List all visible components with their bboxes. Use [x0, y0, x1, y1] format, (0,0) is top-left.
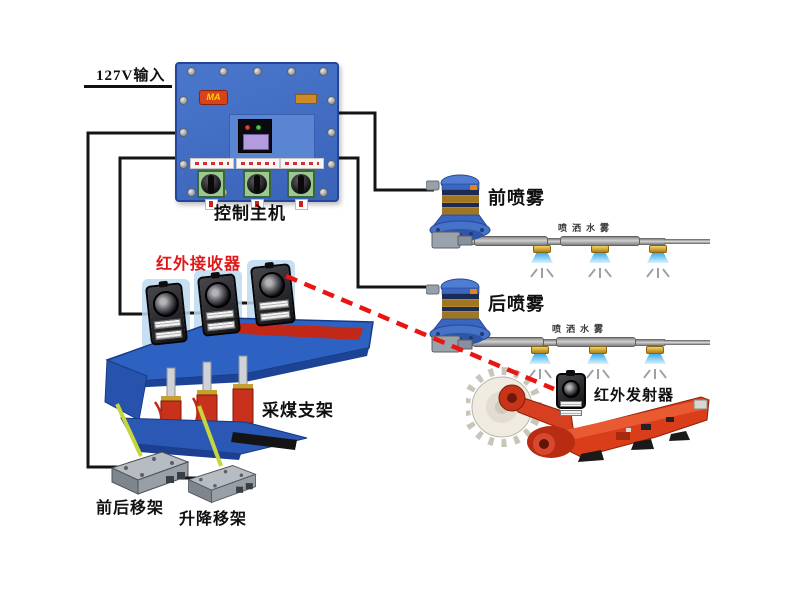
label-strip [205, 309, 235, 321]
spray-nozzle [588, 245, 612, 283]
switch-tag [250, 199, 264, 210]
antenna-tab [566, 370, 575, 376]
pipe-label: 喷洒水雾 [558, 223, 615, 233]
control-box: MA [175, 62, 339, 210]
pipe-extension [664, 239, 710, 244]
switch-base [197, 170, 225, 198]
front-spray-valve [426, 174, 491, 249]
nozzle-cap [533, 245, 551, 253]
ir-receivers-label: 红外接收器 [156, 256, 242, 273]
spray-cone [531, 253, 553, 263]
antenna-tab [158, 280, 168, 288]
green-led [256, 125, 261, 130]
spray-cone [647, 253, 669, 263]
power-input-label: 127V输入 [96, 68, 166, 84]
switch-label-strip [190, 158, 234, 169]
ir-receiver-1 [144, 280, 189, 346]
rotary-knob [247, 174, 267, 194]
display-module [238, 119, 272, 153]
ma-certification-logo: MA [199, 90, 228, 105]
frame-shift-controller-1 [110, 451, 190, 495]
spray-cone [587, 354, 609, 364]
rotary-knob [291, 174, 311, 194]
frame-shift-controller-2 [187, 465, 257, 504]
ir-transmitter-label: 红外发射器 [594, 387, 675, 404]
spray-lines [586, 369, 610, 381]
frame-shift-label-2: 升降移架 [179, 511, 248, 528]
spray-cone [589, 253, 611, 263]
rotary-switch-1 [190, 158, 234, 210]
switch-base [243, 170, 271, 198]
pipe-label: 喷洒水雾 [552, 324, 609, 334]
wire-to-rear-spray [335, 156, 434, 289]
spray-nozzle [530, 245, 554, 283]
rear-spray-valve [426, 278, 491, 353]
frame-shift-label-1: 前后移架 [96, 500, 165, 517]
switch-tag [294, 199, 308, 210]
transmitter-lens [562, 380, 580, 398]
nozzle-cap [531, 346, 549, 354]
receiver-lens [257, 270, 287, 300]
nozzle-cap [649, 245, 667, 253]
spray-nozzle [643, 346, 667, 384]
spray-lines [646, 268, 670, 280]
label-strip [206, 320, 236, 332]
label-strip [258, 299, 290, 311]
pipe-sleeve [474, 236, 548, 246]
display-screen [243, 134, 269, 150]
nozzle-cap [589, 346, 607, 354]
label-strip [259, 310, 291, 322]
receiver-lens [151, 289, 180, 319]
shearer-machine [466, 367, 710, 462]
label-strip [153, 318, 182, 330]
switch-label-strip [280, 158, 324, 169]
control-box-label: 控制主机 [214, 204, 286, 223]
spray-cone [644, 354, 666, 364]
switch-tag [204, 199, 218, 210]
spray-nozzle [646, 245, 670, 283]
nozzle-cap [646, 346, 664, 354]
ir-receiver-2 [196, 271, 242, 337]
spray-nozzle [586, 346, 610, 384]
rotary-knob [201, 174, 221, 194]
switch-label-strip [236, 158, 280, 169]
power-input-underline [84, 85, 172, 88]
wire-to-front-spray [335, 111, 434, 192]
switch-base [287, 170, 315, 198]
nameplate [295, 94, 317, 104]
label-strip [559, 410, 583, 416]
ir-transmitter [556, 370, 586, 416]
rear-spray-label: 后喷雾 [488, 294, 545, 314]
nozzle-cap [591, 245, 609, 253]
support-label: 采煤支架 [262, 401, 334, 420]
front-spray-label: 前喷雾 [488, 188, 545, 208]
receiver-lens [203, 280, 233, 310]
spray-lines [530, 268, 554, 280]
red-led [245, 125, 250, 130]
wire-to-frame-controller [86, 131, 175, 469]
spray-pipe-1: 喷洒水雾 [452, 223, 710, 283]
antenna-tab [264, 261, 275, 269]
label-strip [559, 401, 583, 407]
rotary-switch-3 [280, 158, 324, 210]
pipe-extension [664, 340, 710, 345]
ir-receiver-3 [249, 261, 297, 327]
wire-to-receivers [118, 156, 175, 316]
rotary-switch-2 [236, 158, 280, 210]
spray-lines [643, 369, 667, 381]
label-strip [154, 329, 183, 341]
spray-lines [588, 268, 612, 280]
